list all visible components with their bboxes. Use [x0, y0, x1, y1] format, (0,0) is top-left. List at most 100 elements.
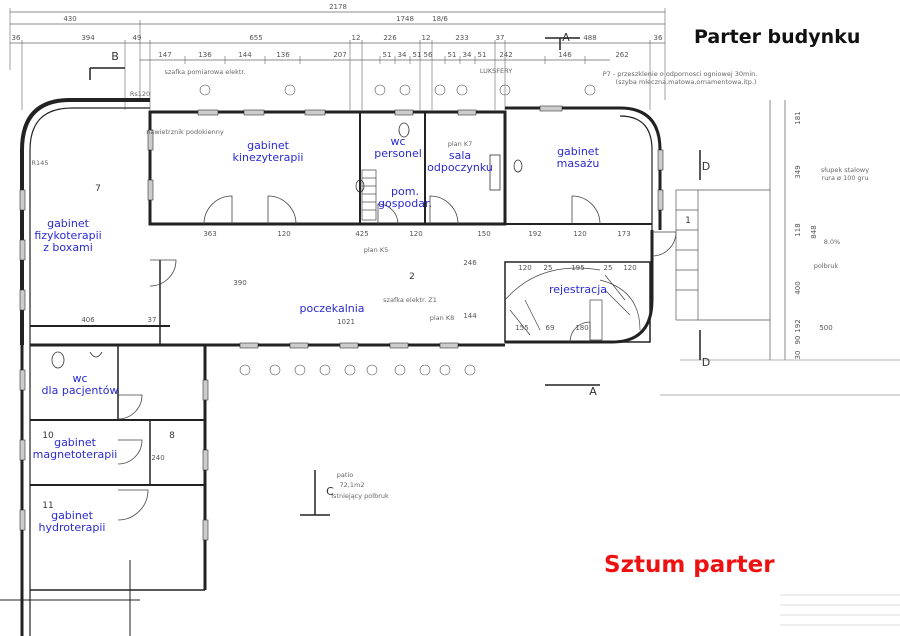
exterior-wall-inner	[29, 107, 150, 345]
dim-label: 37	[496, 34, 505, 42]
room-number: 1	[685, 216, 691, 226]
room-number: 11	[42, 501, 53, 511]
room-label-line: gabinet	[247, 139, 289, 152]
dim-label: 25	[544, 264, 553, 272]
exterior-wall	[619, 106, 662, 230]
door-swings	[117, 195, 677, 521]
drawing-title: Parter budynku	[694, 26, 861, 48]
room-label-line: personel	[374, 147, 422, 160]
room-label-line: odpoczynku	[427, 161, 493, 174]
dim-label: 173	[617, 230, 630, 238]
dim-label: 192	[794, 319, 802, 332]
plan-note: istniejący polbruk	[331, 492, 389, 500]
plan-note: P7 - przeszklenie o odpornosci ogniowej …	[603, 70, 758, 78]
plan-note: (szyba mleczna,matowa,ornamentowa,itp.)	[616, 78, 757, 86]
dim-label: 69	[546, 324, 555, 332]
plan-note: polbruk	[814, 262, 839, 270]
drawing-subtitle: Sztum parter	[604, 552, 775, 578]
dim-label: 1748	[396, 15, 414, 23]
plan-note: Rs120	[130, 90, 150, 98]
plan-note: rura ø 100 gru	[822, 174, 869, 182]
dim-label: 120	[573, 230, 586, 238]
room-number: 7	[95, 184, 101, 194]
dim-label: 181	[794, 111, 802, 124]
dim-label: 120	[623, 264, 636, 272]
dim-label: 120	[518, 264, 531, 272]
dim-label: 400	[794, 281, 802, 294]
room-number: 2	[409, 272, 415, 282]
room-label-line: gabinet	[51, 509, 93, 522]
plan-note: 8.0%	[824, 238, 841, 246]
dim-label: 349	[794, 165, 802, 178]
dim-label: 394	[81, 34, 95, 42]
room-label-line: gabinet	[47, 217, 89, 230]
dim-label: 655	[249, 34, 262, 42]
room-label-line: rejestracja	[548, 283, 608, 296]
axis-letter: A	[562, 31, 570, 44]
dim-label: 37	[148, 316, 157, 324]
dim-label: 192	[528, 230, 541, 238]
dim-label: 51	[383, 51, 392, 59]
room-number: 10	[42, 431, 54, 441]
room-label-line: fizykoterapii	[34, 229, 102, 242]
room-label-line: gabinet	[557, 145, 599, 158]
dim-label: 118	[794, 223, 802, 236]
reception-wall	[504, 261, 651, 343]
exterior-wall-inner	[619, 115, 653, 230]
dim-label: 120	[277, 230, 290, 238]
dim-label: 233	[455, 34, 468, 42]
dim-label: 430	[63, 15, 76, 23]
dim-label: 390	[233, 279, 246, 287]
room-label-line: poczekalnia	[299, 302, 365, 315]
plan-notes: szafka pomiarowa elektr.P7 - przeszkleni…	[32, 67, 870, 500]
toilet-fixtures	[51, 122, 523, 369]
axis-letter: D	[702, 356, 710, 369]
plan-note: LUKSFERY	[480, 67, 512, 75]
column-markers	[199, 84, 596, 376]
dim-label: 195	[571, 264, 584, 272]
room-label-line: magnetoterapii	[32, 448, 118, 461]
room-label-rejestr: rejestracja	[549, 284, 607, 296]
room-label-line: masażu	[556, 157, 600, 170]
dim-label: 488	[583, 34, 596, 42]
dim-label: 425	[355, 230, 368, 238]
dim-label: 51	[478, 51, 487, 59]
room-label-line: z boxami	[43, 241, 93, 254]
room-label-poczek: poczekalnia	[299, 303, 364, 315]
room-label-line: wc	[72, 372, 88, 385]
dim-label: 90	[794, 336, 802, 345]
dim-label: 51	[448, 51, 457, 59]
dim-label: 12	[422, 34, 431, 42]
dim-label: 120	[409, 230, 422, 238]
dim-label: 144	[238, 51, 252, 59]
window-hatches	[19, 105, 664, 541]
dim-label: 136	[276, 51, 290, 59]
dim-label: 848	[810, 225, 818, 238]
room-label-line: dla pacjentów	[41, 384, 119, 397]
room-label-pomgosp: pom.gospodar.	[378, 186, 432, 210]
dim-label: 34	[398, 51, 407, 59]
dim-label: 2178	[329, 3, 347, 11]
dim-label: 49	[133, 34, 142, 42]
dim-label: 30	[794, 351, 802, 360]
axis-letter: C	[326, 485, 334, 498]
axis-letter: D	[702, 160, 710, 173]
dim-label: 36	[654, 34, 663, 42]
stair-fixtures	[361, 169, 641, 341]
dim-label: 18/6	[432, 15, 448, 23]
dim-ticks	[9, 8, 666, 110]
plan-note: szafka elektr. Z1	[383, 296, 437, 304]
plan-note: nawietrznik podokienny	[146, 128, 224, 136]
dim-label: 246	[463, 259, 477, 267]
room-label-line: pom.	[391, 185, 419, 198]
